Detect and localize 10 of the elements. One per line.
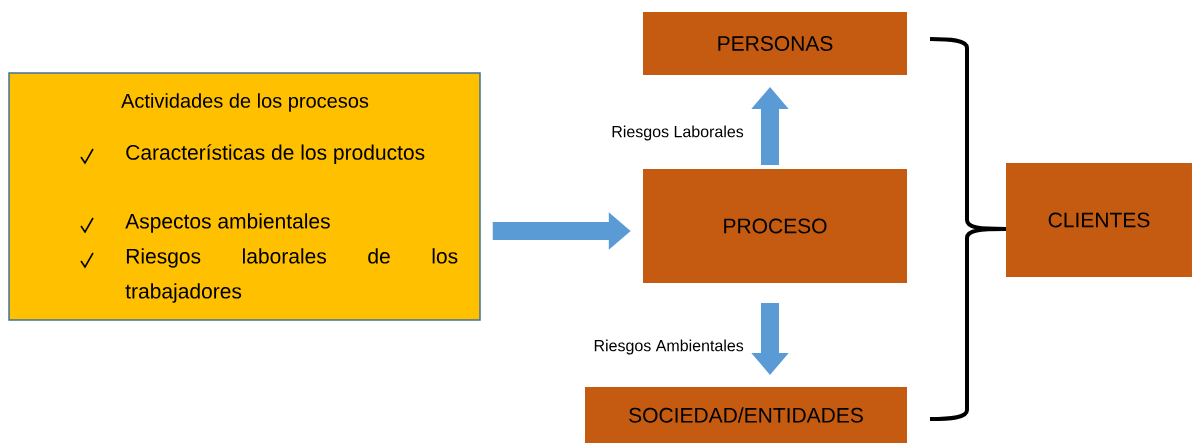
- list-item: Características de los productos: [126, 144, 425, 164]
- edge-label: Riesgos Ambientales: [594, 339, 744, 355]
- edge-label: Riesgos Laborales: [612, 125, 744, 141]
- process-box: SOCIEDAD/ENTIDADES: [585, 387, 907, 443]
- list-item: Riesgos laborales de los trabajadores: [125, 248, 458, 303]
- box-heading: Actividades de los procesos: [121, 93, 369, 112]
- process-box: PROCESO: [643, 169, 907, 283]
- process-box: PERSONAS: [643, 12, 907, 75]
- list-item: Aspectos ambientales: [125, 213, 330, 233]
- process-box: CLIENTES: [1006, 163, 1192, 277]
